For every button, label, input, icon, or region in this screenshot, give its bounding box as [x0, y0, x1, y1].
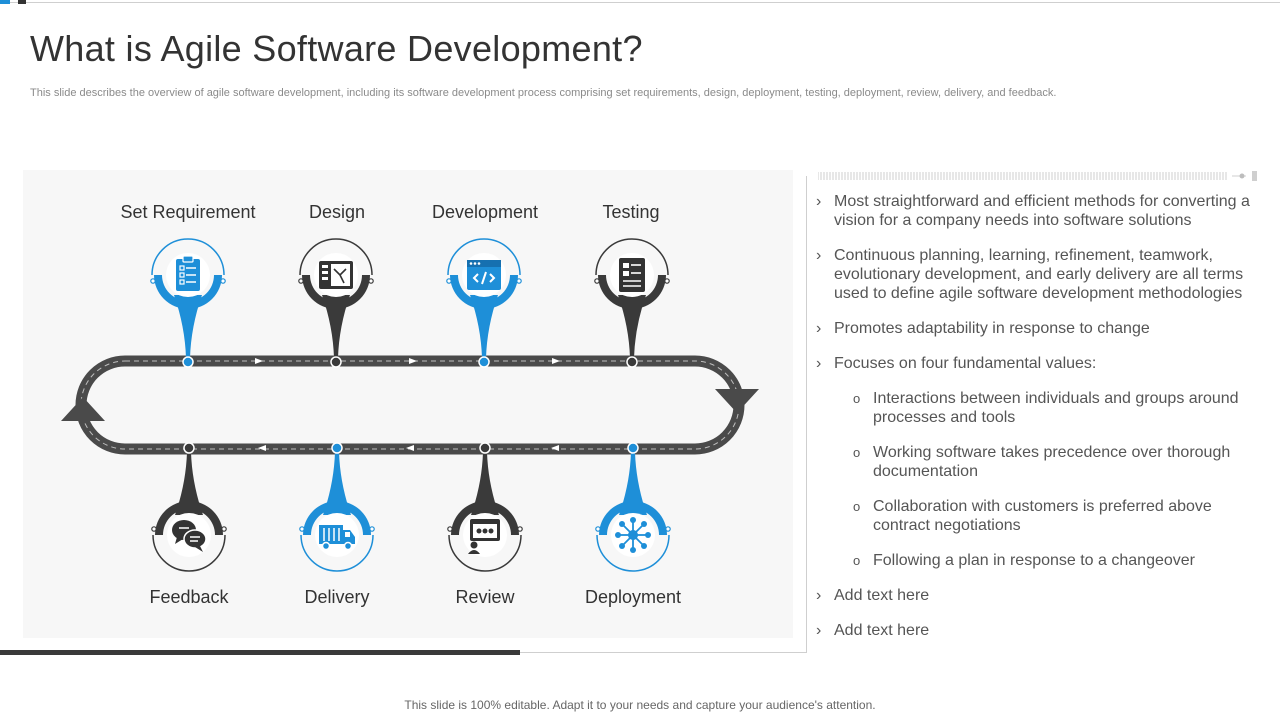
circle-bullet-icon: o — [853, 391, 861, 406]
bottom-node-3-dot — [627, 442, 639, 454]
step-label-delivery: Delivery — [304, 587, 370, 607]
step-label-design: Design — [308, 202, 366, 222]
bottom-node-0-arc — [152, 534, 226, 572]
page-title: What is Agile Software Development? — [30, 28, 643, 69]
arrow-left-mark — [406, 445, 414, 451]
bottom-node-3 — [595, 442, 671, 572]
bullet-item: ›Continuous planning, learning, refineme… — [816, 247, 1244, 302]
top-node-0-stem — [174, 295, 202, 358]
track-arrow-left — [61, 397, 105, 421]
process-panel — [23, 170, 793, 638]
track-direction-marks — [255, 358, 560, 451]
cycle-track — [75, 355, 745, 455]
bullet-item: ›Focuses on four fundamental values: — [816, 355, 1097, 372]
bottom-node-1-ring — [303, 501, 371, 535]
top-node-0-arc — [151, 238, 225, 276]
step-label-deployment: Deployment — [584, 587, 682, 607]
bottom-node-3-stem — [619, 452, 647, 515]
circle-bullet-icon: o — [853, 553, 861, 568]
bottom-node-2-stem — [471, 452, 499, 515]
code-window-icon — [466, 259, 502, 291]
arrow-left-mark — [551, 445, 559, 451]
top-node-1-ring — [302, 275, 370, 309]
vertical-divider — [806, 176, 807, 653]
bottom-thin-rule — [520, 652, 806, 653]
top-node-2-dot — [478, 356, 490, 368]
step-label-development: Development — [431, 202, 539, 222]
step-label-review: Review — [455, 587, 515, 607]
bullet-item-placeholder: ›Add text here — [816, 587, 930, 604]
arrow-right-mark — [409, 358, 417, 364]
bottom-node-2-arc — [448, 534, 522, 572]
description-list: ›Most straightforward and efficient meth… — [816, 192, 1256, 656]
bullet-item: ›Most straightforward and efficient meth… — [816, 193, 1250, 229]
chevron-right-icon: › — [816, 355, 822, 372]
step-label-testing: Testing — [602, 202, 660, 222]
top-node-3-dot — [626, 356, 638, 368]
decorative-ruler — [818, 171, 1257, 181]
arrow-right-mark — [552, 358, 560, 364]
top-accent-dark — [18, 0, 26, 4]
step-label-feedback: Feedback — [149, 587, 229, 607]
bottom-node-3-arc — [596, 534, 670, 572]
top-node-1-stem — [322, 295, 350, 358]
top-node-1 — [298, 238, 374, 368]
bottom-accent-bar — [0, 650, 520, 655]
bottom-node-1 — [299, 442, 375, 572]
top-accent-blue — [0, 0, 10, 4]
bullet-item: ›Promotes adaptability in response to ch… — [816, 320, 1150, 337]
chevron-right-icon: › — [816, 587, 822, 604]
chevron-right-icon: › — [816, 320, 822, 337]
test-document-icon — [618, 257, 646, 293]
bottom-node-0-dot — [183, 442, 195, 454]
bottom-node-1-dot — [331, 442, 343, 454]
top-node-3-ring — [598, 275, 666, 309]
top-node-1-dot — [330, 356, 342, 368]
footer-note: This slide is 100% editable. Adapt it to… — [404, 698, 876, 712]
bottom-node-0-ring — [155, 501, 223, 535]
page-subtitle: This slide describes the overview of agi… — [30, 87, 1057, 99]
top-node-2-ring — [450, 275, 518, 309]
chevron-right-icon: › — [816, 247, 822, 264]
network-hub-icon — [614, 516, 652, 554]
top-node-3-arc — [595, 238, 669, 276]
bottom-node-3-ring — [599, 501, 667, 535]
top-node-2-arc — [447, 238, 521, 276]
top-rule — [0, 2, 1280, 3]
track-arrow-right — [715, 389, 759, 413]
top-node-0-dot — [182, 356, 194, 368]
step-label-set-requirement: Set Requirement — [120, 202, 256, 222]
chevron-right-icon: › — [816, 622, 822, 639]
top-node-1-arc — [299, 238, 373, 276]
top-node-2 — [446, 238, 522, 368]
top-node-0-ring — [154, 275, 222, 309]
circle-bullet-icon: o — [853, 445, 861, 460]
design-board-icon — [318, 260, 354, 290]
checklist-icon — [175, 255, 201, 292]
bottom-node-0 — [151, 442, 227, 572]
process-nodes — [150, 238, 671, 572]
top-node-3 — [594, 238, 670, 368]
chevron-right-icon: › — [816, 193, 822, 210]
bullet-item-placeholder: ›Add text here — [816, 622, 930, 639]
bottom-node-2-dot — [479, 442, 491, 454]
top-node-3-stem — [618, 295, 646, 358]
arrow-right-mark — [255, 358, 263, 364]
bottom-node-1-arc — [300, 534, 374, 572]
bottom-node-0-stem — [175, 452, 203, 515]
arrow-left-mark — [258, 445, 266, 451]
bottom-node-2 — [447, 442, 523, 572]
top-node-2-stem — [470, 295, 498, 358]
bottom-node-1-stem — [323, 452, 351, 515]
top-node-0 — [150, 238, 226, 368]
circle-bullet-icon: o — [853, 499, 861, 514]
cycle-track-dashes — [80, 360, 740, 450]
bottom-node-2-ring — [451, 501, 519, 535]
